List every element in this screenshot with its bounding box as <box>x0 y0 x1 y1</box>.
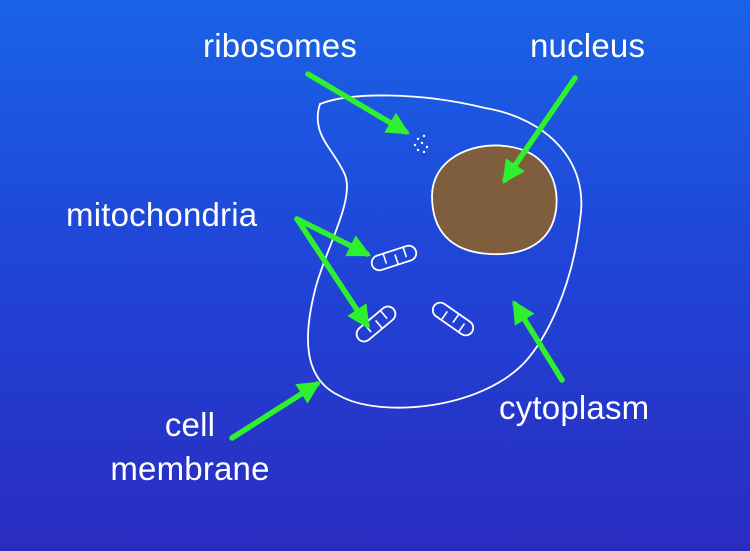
mitochondrion-2 <box>355 305 397 343</box>
arrow-cell-membrane <box>229 381 321 441</box>
cell-membrane-label-line1: cell <box>164 406 216 443</box>
arrow-mitochondria-1 <box>294 216 372 257</box>
arrow-nucleus <box>502 75 578 184</box>
nucleus-label: nucleus <box>530 27 646 64</box>
nucleus-shape <box>431 144 558 255</box>
mitochondria-label: mitochondria <box>66 196 258 233</box>
cytoplasm-label: cytoplasm <box>499 389 650 426</box>
arrow-ribosomes <box>305 71 410 135</box>
ribosome-dots <box>413 134 429 154</box>
mitochondrion-1 <box>370 244 418 272</box>
cell-membrane-label-line2: membrane <box>110 450 270 487</box>
mitochondrion-3 <box>431 301 475 337</box>
arrow-mitochondria-2 <box>294 216 370 329</box>
cell-membrane-outline <box>307 94 583 409</box>
ribosomes-label: ribosomes <box>203 27 358 64</box>
arrow-cytoplasm <box>512 300 565 383</box>
